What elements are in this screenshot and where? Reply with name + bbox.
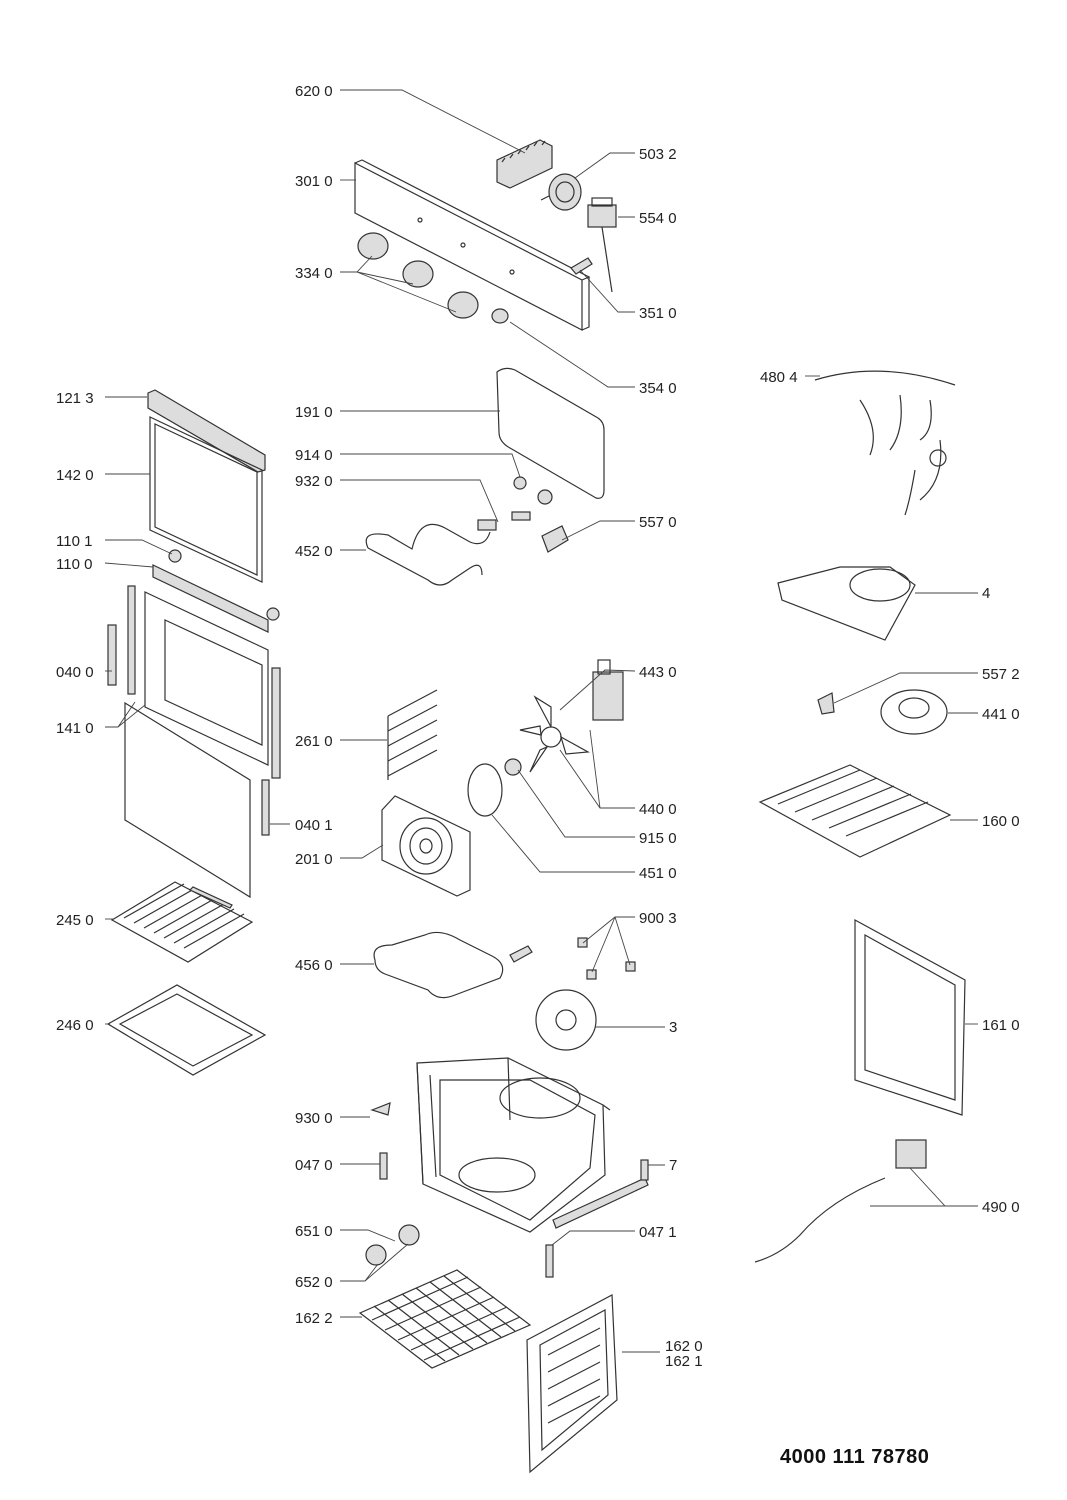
label-141-0: 141 0 [56,720,94,737]
label-047-1: 047 1 [639,1224,677,1241]
fan-motor-drawing [592,659,624,721]
clips-drawing [577,937,636,980]
fan-ring-drawing [467,763,503,817]
door-hinges-drawing [107,585,281,836]
label-040-0: 040 0 [56,664,94,681]
door-top-profile-drawing [147,389,266,473]
door-glass-outer-drawing [149,416,263,583]
label-440-0: 440 0 [639,801,677,818]
power-cable-drawing [754,1139,927,1263]
label-040-1: 040 1 [295,817,333,834]
label-557-0: 557 0 [639,514,677,531]
label-191-0: 191 0 [295,404,333,421]
timer-drawing [540,173,582,211]
door-handle-drawing [152,549,280,633]
rear-plate-drawing [535,989,597,1051]
label-162-0: 162 0 [665,1338,703,1355]
gasket-drawing [496,367,605,499]
terminal-block-drawing [496,139,553,189]
grill-element-drawing [365,476,569,586]
document-number: 4000 111 78780 [780,1446,930,1468]
label-652-0: 652 0 [295,1274,333,1291]
baking-tray-drawing [106,984,267,1076]
label-047-0: 047 0 [295,1157,333,1174]
label-246-0: 246 0 [56,1017,94,1034]
label-7: 7 [669,1157,677,1174]
label-443-0: 443 0 [639,664,677,681]
cooling-fan-drawing [817,689,948,735]
wire-shelf-drawing [358,1269,532,1369]
rear-panel-drawing [854,918,966,1116]
label-557-2: 557 2 [982,666,1020,683]
label-142-0: 142 0 [56,467,94,484]
door-inner-frame-drawing [124,591,269,899]
fan-housing-drawing [777,566,916,641]
label-490-0: 490 0 [982,1199,1020,1216]
shelf-supports-drawing [387,689,438,780]
label-201-0: 201 0 [295,851,333,868]
label-301-0: 301 0 [295,173,333,190]
label-900-3: 900 3 [639,910,677,927]
label-110-1: 110 1 [56,533,92,550]
label-161-0: 161 0 [982,1017,1020,1034]
oven-cavity-drawing [416,1057,611,1233]
leader-lines [104,89,978,1353]
label-110-0: 110 0 [56,556,92,573]
bottom-element-drawing [373,931,533,999]
part-labels: 620 0 503 2 301 0 554 0 334 0 351 0 354 … [56,83,1020,1370]
knobs-drawing [357,232,593,324]
top-shelf-drawing [758,764,952,858]
label-441-0: 441 0 [982,706,1020,723]
label-554-0: 554 0 [639,210,677,227]
label-930-0: 930 0 [295,1110,333,1127]
label-3: 3 [669,1019,677,1036]
label-503-2: 503 2 [639,146,677,163]
label-351-0: 351 0 [639,305,677,322]
label-162-1: 162 1 [665,1353,703,1370]
label-160-0: 160 0 [982,813,1020,830]
label-914-0: 914 0 [295,447,333,464]
label-620-0: 620 0 [295,83,333,100]
label-651-0: 651 0 [295,1223,333,1240]
label-451-0: 451 0 [639,865,677,882]
label-334-0: 334 0 [295,265,333,282]
label-456-0: 456 0 [295,957,333,974]
side-liner-drawing [526,1294,618,1474]
label-932-0: 932 0 [295,473,333,490]
fan-cover-drawing [381,795,471,897]
cavity-parts-drawing [365,1102,649,1278]
label-915-0: 915 0 [639,830,677,847]
label-261-0: 261 0 [295,733,333,750]
label-4: 4 [982,585,990,602]
label-452-0: 452 0 [295,543,333,560]
label-121-3: 121 3 [56,390,94,407]
fan-blade-drawing [504,695,590,776]
label-245-0: 245 0 [56,912,94,929]
control-panel-drawing [354,159,591,331]
label-354-0: 354 0 [639,380,677,397]
label-480-4: 480 4 [760,369,798,386]
grid-shelf-drawing [110,881,254,963]
label-162-2: 162 2 [295,1310,333,1327]
switch-drawing [587,197,617,293]
wiring-harness-drawing [814,370,956,516]
